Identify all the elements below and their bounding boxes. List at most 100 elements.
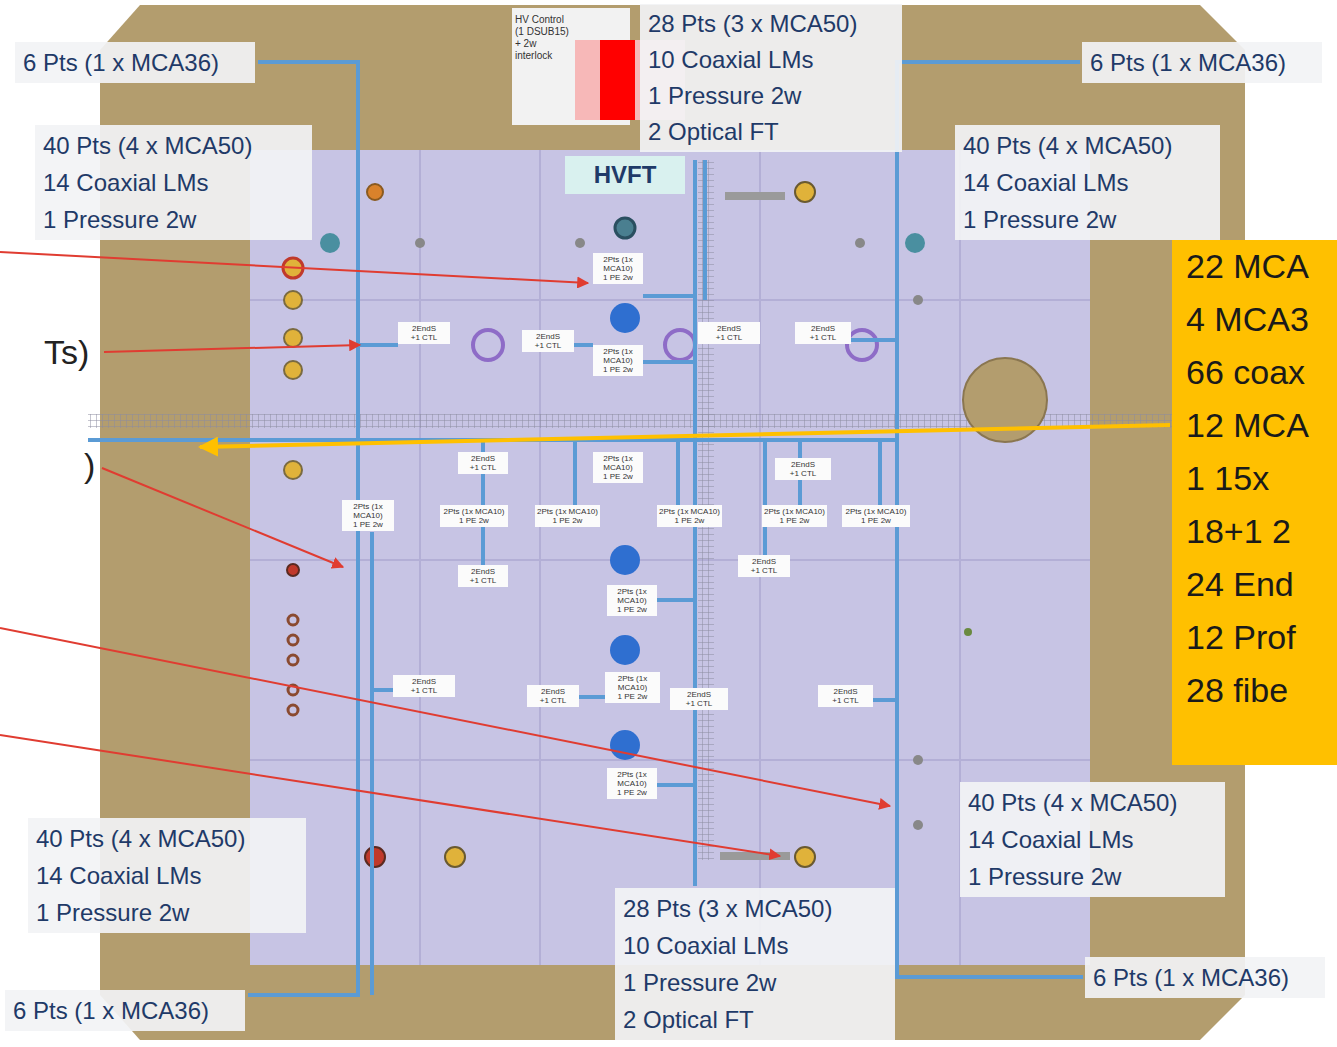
box-text: 1 Pressure 2w bbox=[963, 201, 1212, 238]
port-box: 2Pts (1x MCA10)1 PE 2w bbox=[535, 505, 600, 527]
port-circle bbox=[445, 847, 465, 867]
cable-route bbox=[763, 440, 767, 555]
cable-route bbox=[873, 698, 897, 702]
cable-route bbox=[370, 532, 374, 995]
box-text: +1 CTL bbox=[797, 333, 849, 342]
box-text: 1 Pressure 2w bbox=[36, 894, 298, 931]
port-box: 2Pts (1x MCA10)1 PE 2w bbox=[657, 505, 722, 527]
cable-summary-box: 6 Pts (1 x MCA36) bbox=[5, 990, 245, 1031]
box-text: 1 PE 2w bbox=[659, 516, 720, 525]
ends-box: 2EndS+1 CTL bbox=[795, 322, 851, 344]
box-text: 2EndS bbox=[820, 687, 871, 696]
box-text: 2 Optical FT bbox=[648, 114, 894, 150]
pointer-arrow bbox=[200, 425, 1170, 447]
box-text: 28 Pts (3 x MCA50) bbox=[623, 890, 887, 927]
port-circle bbox=[284, 361, 302, 379]
box-text: 2Pts (1x MCA10) bbox=[844, 507, 908, 516]
bolt bbox=[913, 755, 923, 765]
box-text: +1 CTL bbox=[777, 469, 829, 478]
cable-summary-box: 6 Pts (1 x MCA36) bbox=[15, 42, 255, 83]
box-text: 2EndS bbox=[672, 690, 726, 699]
bolt bbox=[855, 238, 865, 248]
box-text: 18+1 2 bbox=[1186, 505, 1337, 558]
box-text: 1 PE 2w bbox=[844, 516, 908, 525]
box-text: 28 fibe bbox=[1186, 664, 1337, 717]
box-text: +1 CTL bbox=[524, 341, 572, 350]
box-text: +1 CTL bbox=[740, 566, 788, 575]
bolt bbox=[913, 820, 923, 830]
port-circle bbox=[288, 635, 298, 645]
box-text: 2Pts (1x MCA10) bbox=[609, 770, 655, 788]
box-text: 2Pts (1x MCA10) bbox=[595, 454, 641, 472]
box-text: 6 Pts (1 x MCA36) bbox=[13, 992, 237, 1029]
box-text: 2Pts (1x MCA10) bbox=[764, 507, 825, 516]
port-box: 2Pts (1x MCA10)1 PE 2w bbox=[440, 505, 508, 527]
cable-summary-box: 40 Pts (4 x MCA50)14 Coaxial LMs1 Pressu… bbox=[28, 818, 306, 933]
box-text: +1 CTL bbox=[460, 463, 506, 472]
cable-route bbox=[643, 360, 695, 364]
port-circle bbox=[284, 291, 302, 309]
box-text: 2EndS bbox=[400, 324, 448, 333]
port-box: 2Pts (1x MCA10)1 PE 2w bbox=[593, 345, 643, 376]
port-circle bbox=[615, 218, 635, 238]
box-text: 14 Coaxial LMs bbox=[36, 857, 298, 894]
box-text: HV Control (1 DSUB15) + 2w interlock bbox=[515, 14, 571, 62]
box-text: 66 coax bbox=[1186, 346, 1337, 399]
box-text: 24 End bbox=[1186, 558, 1337, 611]
port-circle bbox=[284, 329, 302, 347]
box-text: HVFT bbox=[575, 160, 675, 190]
box-text: 1 15x bbox=[1186, 452, 1337, 505]
cable-route bbox=[579, 695, 605, 699]
box-text: 2EndS bbox=[395, 677, 453, 686]
box-text: 2 Optical FT bbox=[623, 1001, 887, 1038]
cable-summary-box: 28 Pts (3 x MCA50)10 Coaxial LMs1 Pressu… bbox=[615, 888, 895, 1040]
port-circle bbox=[367, 184, 383, 200]
port-circle bbox=[610, 635, 640, 665]
port-circle bbox=[288, 705, 298, 715]
port-circle bbox=[610, 545, 640, 575]
box-text: 40 Pts (4 x MCA50) bbox=[43, 127, 304, 164]
box-text: +1 CTL bbox=[672, 699, 726, 708]
box-text: 4 MCA3 bbox=[1186, 293, 1337, 346]
port-circle bbox=[284, 461, 302, 479]
ends-box: 2EndS+1 CTL bbox=[818, 685, 873, 707]
box-text: 12 MCA bbox=[1186, 399, 1337, 452]
port-circle bbox=[288, 615, 298, 625]
box-text: 1 PE 2w bbox=[595, 365, 641, 374]
callout-text: ) bbox=[84, 448, 95, 482]
box-text: 2EndS bbox=[700, 324, 758, 333]
box-text: 1 PE 2w bbox=[607, 692, 658, 701]
port-ring bbox=[665, 330, 695, 360]
box-text: 2EndS bbox=[740, 557, 788, 566]
bolt bbox=[964, 628, 972, 636]
box-text: 22 MCA bbox=[1186, 240, 1337, 293]
bar bbox=[725, 192, 785, 200]
cable-route bbox=[703, 160, 707, 300]
port-box: 2Pts (1x MCA10)1 PE 2w bbox=[607, 768, 657, 799]
box-text: 2Pts (1x MCA10) bbox=[442, 507, 506, 516]
box-text: 1 Pressure 2w bbox=[623, 964, 887, 1001]
box-text: +1 CTL bbox=[460, 576, 506, 585]
box-text: 2Pts (1x MCA10) bbox=[659, 507, 720, 516]
box-text: 2Pts (1x MCA10) bbox=[595, 347, 641, 365]
port-box: 2Pts (1x MCA10)1 PE 2w bbox=[605, 672, 660, 703]
leader-line bbox=[0, 252, 588, 283]
ends-box: 2EndS+1 CTL bbox=[522, 330, 574, 352]
port-ring bbox=[473, 330, 503, 360]
ends-box: 2EndS+1 CTL bbox=[458, 565, 508, 587]
box-text: 6 Pts (1 x MCA36) bbox=[23, 44, 247, 81]
hv-control-box: HV Control (1 DSUB15) + 2w interlock bbox=[512, 8, 574, 68]
box-text: 1 Pressure 2w bbox=[648, 78, 894, 114]
port-circle bbox=[610, 303, 640, 333]
box-text: 2EndS bbox=[797, 324, 849, 333]
feedthrough-box: HVFT bbox=[565, 156, 685, 194]
leader-line bbox=[0, 735, 780, 856]
box-text: 1 PE 2w bbox=[537, 516, 598, 525]
box-text: +1 CTL bbox=[529, 696, 577, 705]
port-circle bbox=[287, 564, 299, 576]
box-text: 1 PE 2w bbox=[595, 273, 641, 282]
box-text: 1 PE 2w bbox=[595, 472, 641, 481]
box-text: 2Pts (1x MCA10) bbox=[595, 255, 641, 273]
cable-route bbox=[657, 598, 695, 602]
